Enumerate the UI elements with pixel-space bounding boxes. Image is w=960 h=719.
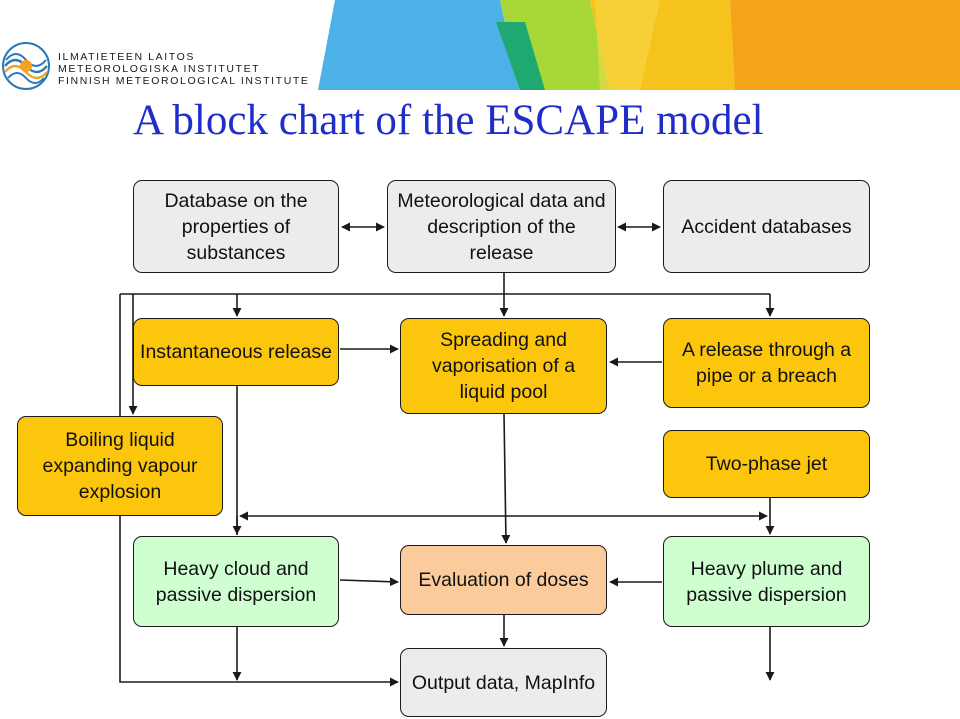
box-database-properties: Database on the properties of substances [133,180,339,273]
org-name-finnish: ILMATIETEEN LAITOS [58,51,195,63]
box-evaluation-doses: Evaluation of doses [400,545,607,615]
arrow-spreading-doses [501,413,511,544]
org-name-english: FINNISH METEOROLOGICAL INSTITUTE [58,75,310,87]
box-spreading-vaporisation: Spreading and vaporisation of a liquid p… [400,318,607,414]
banner-stripe-orange [730,0,960,90]
header-banner [318,0,960,90]
box-two-phase-jet: Two-phase jet [663,430,870,498]
org-name-swedish: METEOROLOGISKA INSTITUTET [58,63,261,75]
box-heavy-plume: Heavy plume and passive dispersion [663,536,870,627]
slide-title: A block chart of the ESCAPE model [133,97,764,144]
box-meteorological-data: Meteorological data and description of t… [387,180,616,273]
box-pipe-release: A release through a pipe or a breach [663,318,870,408]
box-accident-databases: Accident databases [663,180,870,273]
fmi-logo-icon [2,42,50,90]
box-bleve: Boiling liquid expanding vapour explosio… [17,416,223,516]
box-heavy-cloud: Heavy cloud and passive dispersion [133,536,339,627]
banner-stripe-green [496,22,545,90]
box-instantaneous-release: Instantaneous release [133,318,339,386]
banner-stripe-blue [318,0,520,90]
box-output-data: Output data, MapInfo [400,648,607,717]
arrow-cloud-doses [339,577,399,587]
banner-stripe-lightyellow [595,0,660,90]
